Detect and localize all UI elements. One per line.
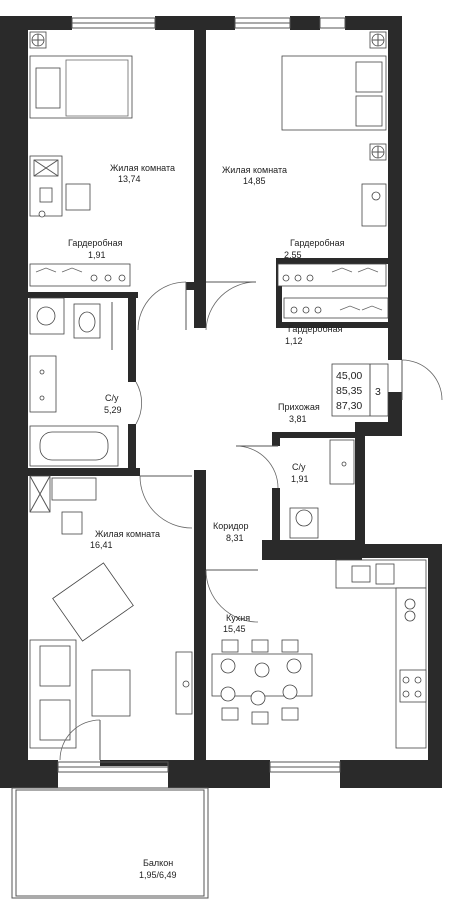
kitchen-name: Кухня — [226, 613, 250, 623]
summary-box: 45,00 85,35 87,30 3 — [331, 363, 389, 417]
corridor-name: Коридор — [213, 521, 249, 531]
summary-rooms-count: 3 — [375, 386, 381, 398]
kitchen-furniture — [211, 559, 427, 749]
wardrobe1-area: 1,91 — [88, 250, 106, 260]
hall-name: Прихожая — [278, 402, 320, 412]
wardrobe2-name: Гардеробная — [290, 238, 345, 248]
wardrobe3-name: Гардеробная — [288, 324, 343, 334]
wardrobe2-area: 2,55 — [284, 250, 302, 260]
bed-1-icon — [29, 55, 133, 119]
bedroom2-name: Жилая комната — [222, 165, 287, 175]
bedroom1-area: 13,74 — [118, 174, 141, 184]
windows — [57, 17, 346, 773]
summary-area-with-balcony: 87,30 — [336, 400, 362, 412]
wardrobe-rail-1 — [29, 263, 131, 287]
wardrobe-rail-3 — [283, 297, 389, 319]
desk-1-icon — [29, 155, 91, 218]
summary-area-living: 45,00 — [336, 370, 362, 382]
bath2-area: 1,91 — [291, 474, 309, 484]
living-area: 16,41 — [90, 540, 113, 550]
kitchen-area: 15,45 — [223, 624, 246, 634]
bath-fixtures-2 — [289, 439, 355, 539]
doors — [59, 281, 443, 761]
bedroom1-name: Жилая комната — [110, 163, 175, 173]
living-furniture — [29, 475, 193, 749]
balcony-area: 1,95/6,49 — [139, 870, 177, 880]
bath1-area: 5,29 — [104, 405, 122, 415]
balcony — [11, 787, 209, 899]
bed-2-icon — [281, 55, 387, 131]
bath1-name: С/у — [105, 393, 119, 403]
summary-area-total: 85,35 — [336, 385, 362, 397]
wardrobe1-name: Гардеробная — [68, 238, 123, 248]
bedroom2-area: 14,85 — [243, 176, 266, 186]
hall-area: 3,81 — [289, 414, 307, 424]
room-labels: Жилая комната 13,74 Жилая комната 14,85 … — [68, 163, 345, 880]
walls — [0, 16, 442, 788]
risers — [29, 31, 387, 161]
mirror-icon — [361, 183, 387, 227]
wardrobe3-area: 1,12 — [285, 336, 303, 346]
living-name: Жилая комната — [95, 529, 160, 539]
bath-fixtures-1 — [29, 297, 119, 467]
balcony-name: Балкон — [143, 858, 173, 868]
wardrobe-rail-2 — [277, 263, 387, 287]
corridor-area: 8,31 — [226, 533, 244, 543]
bath2-name: С/у — [292, 462, 306, 472]
